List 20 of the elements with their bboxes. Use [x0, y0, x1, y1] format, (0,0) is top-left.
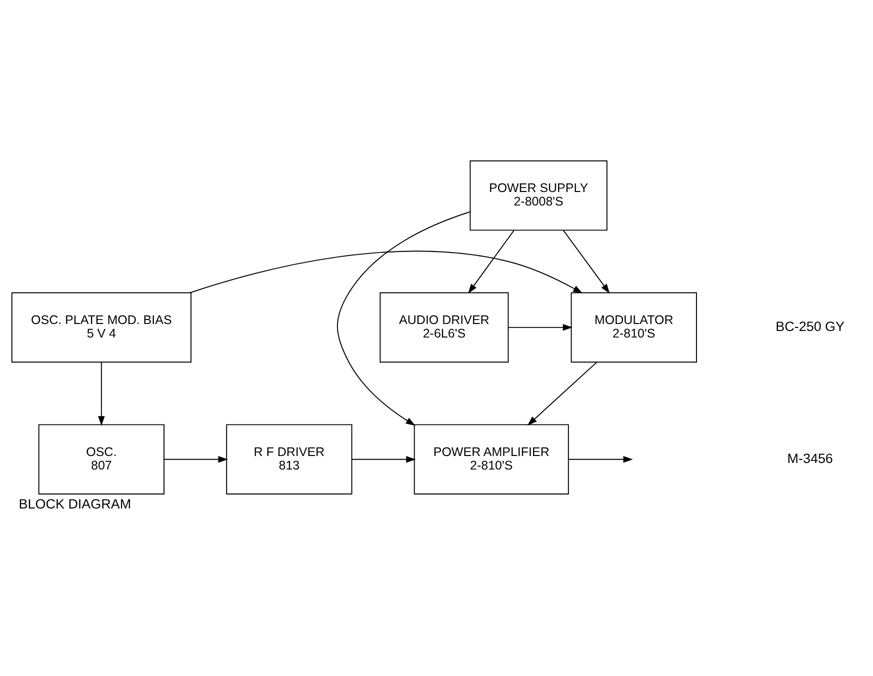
label: M-3456	[787, 450, 833, 466]
arrow	[508, 324, 573, 330]
label: BC-250 GY	[776, 318, 845, 334]
node-box: AUDIO DRIVER 2-6L6'S	[380, 292, 509, 362]
arrow	[562, 229, 610, 294]
node-box: OSC. 807	[38, 424, 164, 494]
arrow	[336, 210, 470, 426]
node-box: POWER AMPLIFIER 2-810'S	[414, 424, 569, 494]
arrow	[98, 361, 105, 426]
arrow	[164, 455, 228, 462]
node-box: MODULATOR 2-810'S	[570, 292, 697, 362]
arrow	[527, 361, 598, 425]
arrow	[351, 455, 416, 462]
node-box: POWER SUPPLY 2-8008'S	[470, 160, 608, 230]
node-box: OSC. PLATE MOD. BIAS 5 V 4	[11, 292, 192, 362]
arrow	[468, 229, 514, 294]
arrow	[189, 250, 583, 293]
node-box: R F DRIVER 813	[226, 424, 352, 494]
arrow	[568, 455, 633, 462]
diagram-title: BLOCK DIAGRAM	[18, 496, 132, 512]
